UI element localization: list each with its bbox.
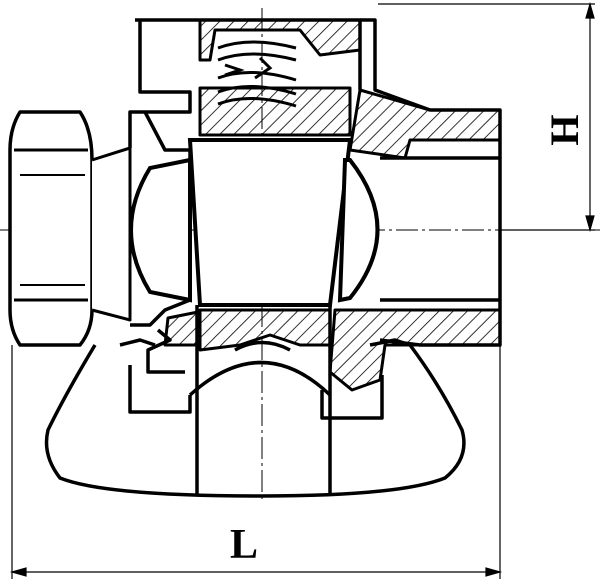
plug-chamber	[129, 138, 380, 307]
spring-pin	[217, 40, 297, 108]
dimension-lines	[9, 1, 595, 579]
length-dimension-label: L	[230, 522, 258, 568]
height-dimension-label: H	[542, 114, 587, 145]
base-stand	[44, 305, 466, 498]
left-hex-nut	[8, 110, 132, 347]
